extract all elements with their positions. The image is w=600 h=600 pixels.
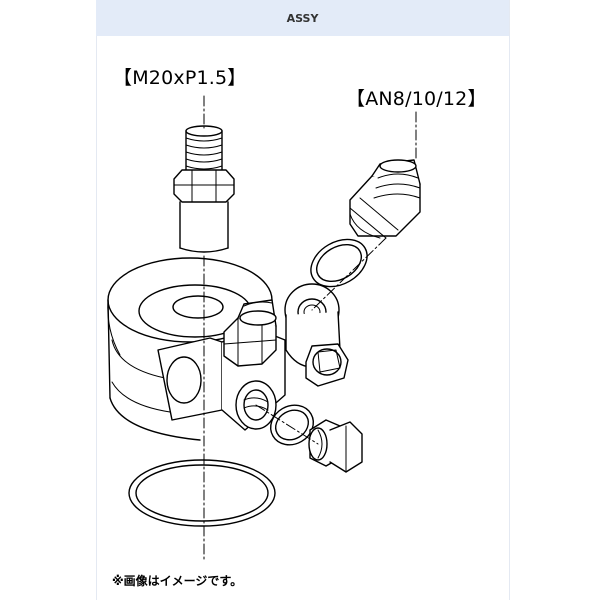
section-title: ASSY — [286, 11, 319, 25]
plug-bolt-lower — [308, 419, 363, 473]
center-bolt — [173, 125, 235, 253]
body-fitting — [223, 299, 277, 367]
fitting-spec-callout: 【AN8/10/12】 — [346, 88, 487, 110]
image-disclaimer: ※画像はイメージです。 — [112, 574, 243, 588]
an-fitting-upper — [349, 159, 421, 239]
section-header: ASSY — [96, 0, 509, 36]
o-ring-large — [128, 459, 276, 527]
o-ring-upper — [310, 238, 368, 288]
thread-spec-callout: 【M20xP1.5】 — [113, 67, 247, 89]
assembly-axis-lines — [203, 95, 417, 561]
thermo-plug — [305, 343, 349, 387]
